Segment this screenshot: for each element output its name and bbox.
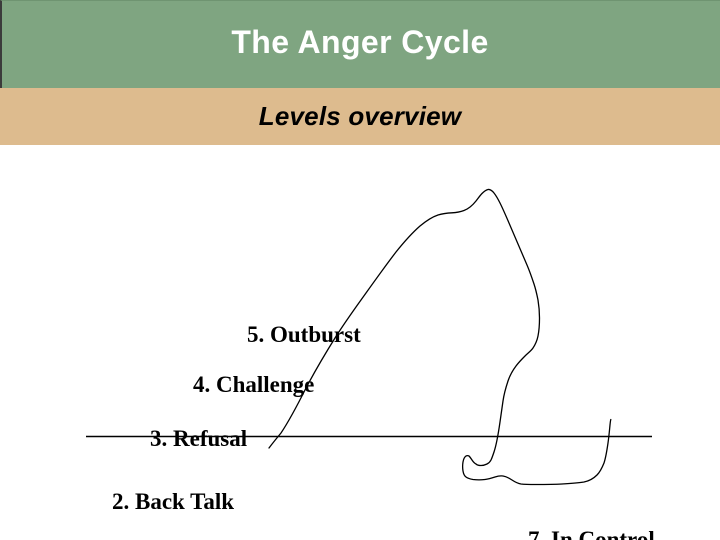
stage-label-refusal: 3. Refusal bbox=[150, 426, 248, 451]
subtitle-band bbox=[0, 88, 720, 145]
anger-cycle-diagram bbox=[86, 188, 652, 486]
page-title: The Anger Cycle bbox=[231, 23, 489, 60]
title-band bbox=[0, 0, 720, 88]
page-subtitle: Levels overview bbox=[258, 101, 462, 131]
stage-label-outburst: 5. Outburst bbox=[247, 322, 361, 347]
stage-label-in-control: 7. In Control bbox=[528, 527, 655, 540]
anger-cycle-curve bbox=[268, 188, 612, 486]
diagram-stage: 5. Outburst 4. Challenge 3. Refusal 2. B… bbox=[0, 145, 720, 540]
stage-label-challenge: 4. Challenge bbox=[193, 372, 315, 397]
stage-label-back-talk: 2. Back Talk bbox=[112, 489, 235, 514]
